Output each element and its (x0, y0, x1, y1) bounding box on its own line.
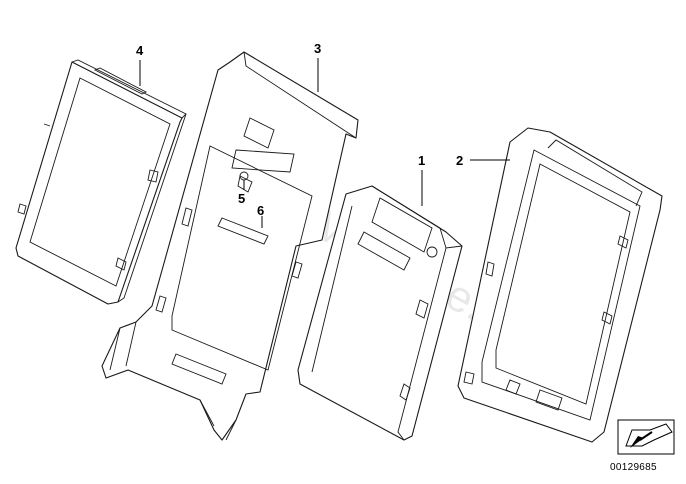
callout-5: 5 (238, 191, 245, 206)
arrow-orientation-icon (617, 419, 675, 455)
part-4-cover (15, 59, 187, 305)
part-2-frame (457, 127, 663, 443)
callout-1: 1 (418, 153, 425, 168)
catalog-number: 00129685 (610, 462, 657, 473)
callout-4: 4 (136, 43, 144, 58)
callout-3: 3 (314, 41, 321, 56)
part-3-bracket (101, 51, 359, 441)
callout-2: 2 (456, 153, 463, 168)
callout-6: 6 (257, 203, 264, 218)
part-1-module (297, 185, 463, 441)
